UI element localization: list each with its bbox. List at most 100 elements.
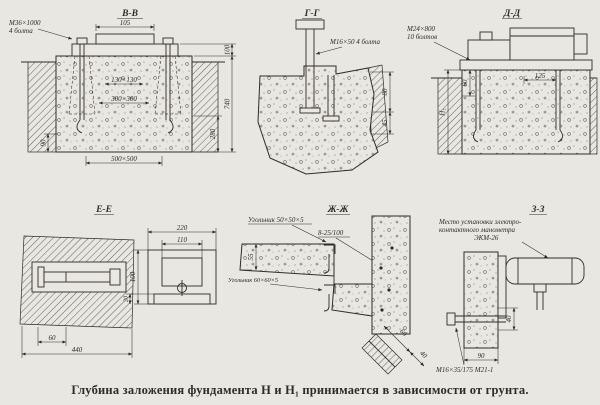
dim-280-right: 280 bbox=[194, 115, 222, 153]
dim-label: 440 bbox=[72, 346, 83, 354]
note-line-3: ЭКМ-26 bbox=[474, 234, 499, 242]
bolt-spec-label: М16×50 4 болта bbox=[329, 38, 381, 46]
anchor-bolt-main bbox=[295, 19, 325, 114]
bolt-callout-dd: М24×800 10 болтов bbox=[406, 25, 471, 61]
dim-label: 220 bbox=[177, 224, 188, 232]
section-title-vv: В-В bbox=[117, 9, 143, 19]
dim-label: 500×500 bbox=[111, 155, 137, 163]
dim-55: 55 bbox=[240, 243, 258, 271]
anchor-bolt-left bbox=[473, 70, 481, 143]
bracket-plate bbox=[497, 255, 507, 319]
dim-60: 60 bbox=[37, 327, 67, 346]
view-section-gg: Г-Г М16×50 4 болта 80 bbox=[257, 9, 394, 175]
view-section-ee: Е-Е 60 440 bbox=[19, 205, 217, 358]
view-section-zz: З-З Место установки электро- контактного… bbox=[435, 205, 585, 374]
section-title-zhzh: Ж-Ж bbox=[326, 205, 350, 215]
lower-slab bbox=[323, 276, 373, 317]
bolt-spec-label: М36×1000 bbox=[8, 19, 41, 27]
bolt-count-label: 10 болтов bbox=[407, 33, 437, 41]
dim-100: 100 bbox=[129, 249, 148, 305]
angle-spec-label: Угольник 60×60×5 bbox=[228, 277, 278, 284]
mounting-bolt bbox=[446, 312, 506, 326]
bolt-spec-label: М24×800 bbox=[406, 25, 436, 33]
dim-125: 125 bbox=[523, 72, 557, 84]
diagonal-strip bbox=[361, 333, 403, 375]
view-section-vv: В-В М36×1000 4 болта bbox=[8, 9, 236, 166]
machine-unit bbox=[459, 27, 593, 71]
view-title: В-В bbox=[121, 9, 138, 19]
caption-text: Глубина заложения фундамента Н и Н₁ прин… bbox=[71, 383, 529, 397]
dim-label-h1: Н₁ bbox=[439, 108, 447, 117]
view-title: Г-Г bbox=[304, 9, 320, 19]
angle-callout-left: Угольник 60×60×5 bbox=[228, 277, 323, 292]
manometer-body bbox=[505, 257, 585, 310]
dim-label: 90 bbox=[478, 352, 486, 360]
section-title-gg: Г-Г bbox=[302, 9, 322, 19]
dim-label: 45 bbox=[381, 119, 389, 127]
dim-label: 105 bbox=[120, 19, 131, 27]
concrete-mass bbox=[257, 65, 379, 175]
dim-label: 60 bbox=[461, 79, 469, 87]
dim-label: 740 bbox=[224, 98, 232, 109]
angle-spec-label: Угольник 50×50×5 bbox=[248, 216, 304, 224]
section-title-dd: Д-Д bbox=[502, 9, 522, 19]
dim-pocket-bottom: 500×500 bbox=[85, 155, 163, 166]
dim-90-left: 90 bbox=[40, 133, 58, 153]
dim-label: 90 bbox=[40, 139, 48, 147]
view-title: З-З bbox=[531, 205, 545, 215]
rebar-spec-label: 8-25/100 bbox=[318, 229, 344, 237]
view-title: Е-Е bbox=[95, 205, 112, 215]
manometer-note: Место установки электро- контактного ман… bbox=[438, 218, 549, 259]
anchor-bolt-right bbox=[162, 37, 174, 134]
dim-100-right: 100 bbox=[180, 43, 236, 57]
soil-hatch-left bbox=[21, 61, 57, 153]
dim-440: 440 bbox=[21, 326, 133, 358]
dim-20: 20 bbox=[123, 293, 154, 305]
dim-40: 40 bbox=[498, 307, 518, 331]
anchor-bolt-second bbox=[322, 75, 340, 122]
dim-label: 280 bbox=[209, 128, 217, 139]
dim-label: 60 bbox=[49, 334, 57, 342]
dim-label: 40 bbox=[418, 349, 429, 360]
dim-label: 100 bbox=[224, 44, 232, 55]
dim-label: 40 bbox=[505, 315, 513, 323]
view-title: Д-Д bbox=[503, 9, 521, 19]
view-section-zhzh: Ж-Ж Угольник 50×50×5 8-25/100 bbox=[228, 205, 429, 375]
soil-hatch-left bbox=[431, 77, 463, 155]
view-title: Ж-Ж bbox=[327, 205, 349, 215]
dim-label: 110 bbox=[177, 236, 187, 244]
bolt-callout-vv: М36×1000 4 болта bbox=[8, 19, 73, 40]
dim-45: 45 bbox=[370, 111, 394, 135]
foundation-block bbox=[55, 55, 193, 153]
dim-label: 55 bbox=[247, 253, 255, 261]
dim-label: 60 bbox=[398, 327, 409, 338]
bolt-spec-label: М16×35/175 М21-1 bbox=[435, 366, 493, 374]
bolt-callout-gg: М16×50 4 болта bbox=[315, 38, 381, 55]
dim-label: 100 bbox=[129, 271, 137, 282]
bolt-callout-zz: М16×35/175 М21-1 bbox=[435, 327, 493, 374]
dim-pocket-mid: 300×300 bbox=[98, 95, 150, 105]
dim-60-diag: 60 bbox=[383, 325, 411, 353]
machine-base bbox=[71, 33, 179, 57]
embedded-anchor-device bbox=[37, 266, 121, 288]
wall-mass bbox=[463, 251, 499, 349]
dim-40-diag: 40 bbox=[409, 349, 429, 367]
dim-110: 110 bbox=[161, 236, 203, 258]
view-section-dd: Д-Д М24×800 10 болто bbox=[406, 9, 598, 155]
dim-pocket-top: 130×130 bbox=[104, 76, 144, 86]
dim-label: 130×130 bbox=[111, 76, 137, 84]
angle-callout-top: Угольник 50×50×5 bbox=[248, 216, 327, 243]
rebar-callout: 8-25/100 bbox=[318, 229, 379, 265]
wall-mass bbox=[371, 215, 411, 335]
dim-label: 300×300 bbox=[110, 95, 137, 103]
anchor-bolt-left bbox=[76, 37, 88, 134]
dim-h1: Н₁ bbox=[439, 69, 462, 155]
soil-hatch-right bbox=[589, 77, 598, 155]
bolt-count-label: 4 болта bbox=[9, 27, 33, 35]
dim-740-right: 740 bbox=[194, 55, 236, 153]
dim-label: 80 bbox=[381, 88, 389, 96]
note-line-1: Место установки электро- bbox=[438, 218, 522, 226]
dim-105: 105 bbox=[95, 19, 155, 31]
dim-label: 125 bbox=[535, 72, 546, 80]
